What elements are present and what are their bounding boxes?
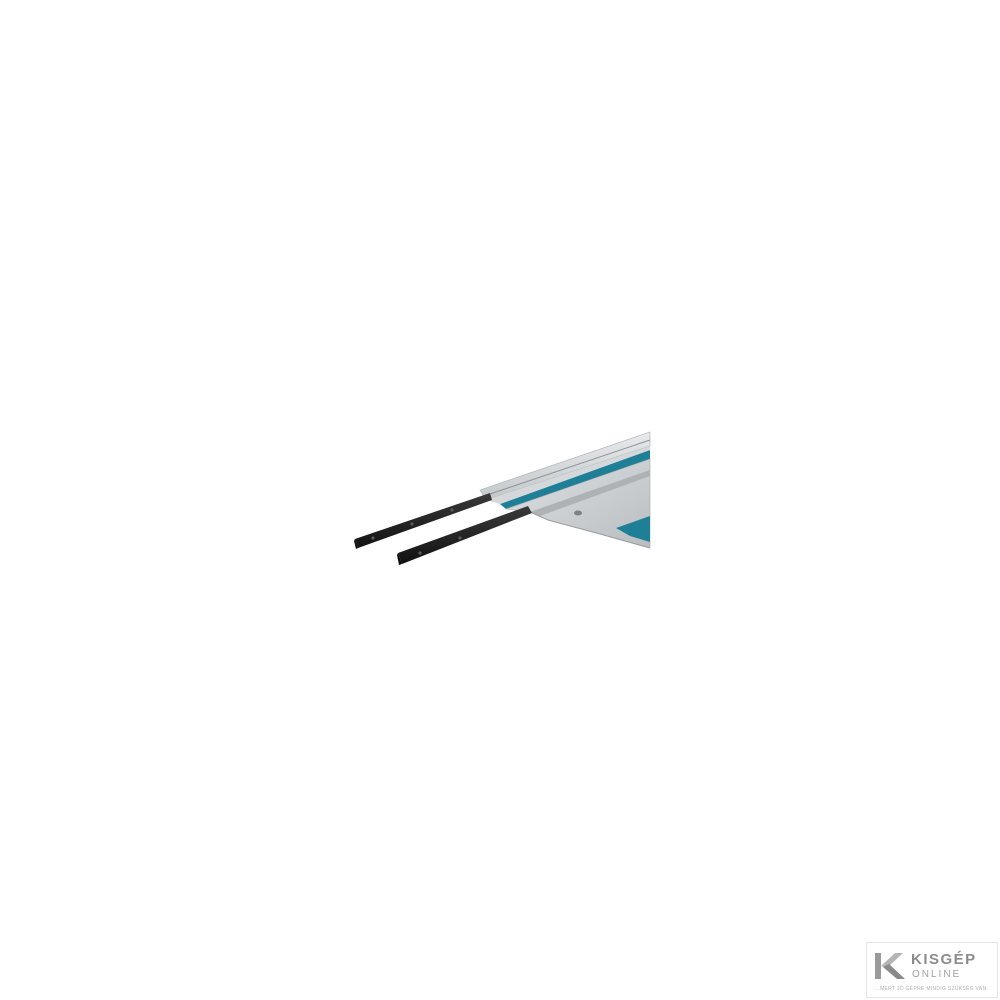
watermark-brand: KISGÉP — [911, 951, 977, 968]
connector-bar-end — [354, 539, 358, 549]
connector-screw — [418, 551, 422, 555]
connector-bar-top — [398, 506, 532, 564]
connector-bar-end — [397, 553, 402, 565]
connector-screw — [371, 536, 375, 540]
rail-connector-bar — [397, 506, 532, 565]
rail-connector-bar — [354, 493, 492, 549]
guide-rail — [479, 431, 651, 549]
connector-screw — [458, 536, 462, 540]
kisgep-logo-icon — [875, 953, 905, 979]
rail-accent-strip-lower — [616, 516, 650, 542]
rail-slot-line — [489, 439, 651, 495]
watermark-subtitle: ONLINE — [912, 969, 962, 980]
rail-accent-strip — [500, 450, 650, 509]
rail-middle — [486, 446, 650, 504]
watermark-tagline: ...MERT JÓ GÉPRE MINDIG SZÜKSÉG VAN. — [875, 986, 989, 992]
connector-bar-top — [355, 493, 492, 548]
connector-screw — [450, 508, 454, 512]
rail-step-shadow — [530, 470, 650, 516]
brand-watermark: KISGÉP ONLINE ...MERT JÓ GÉPRE MINDIG SZ… — [866, 942, 998, 998]
rail-mounting-hole — [574, 510, 582, 516]
connector-screw — [410, 522, 414, 526]
rail-front-edge — [529, 511, 651, 549]
